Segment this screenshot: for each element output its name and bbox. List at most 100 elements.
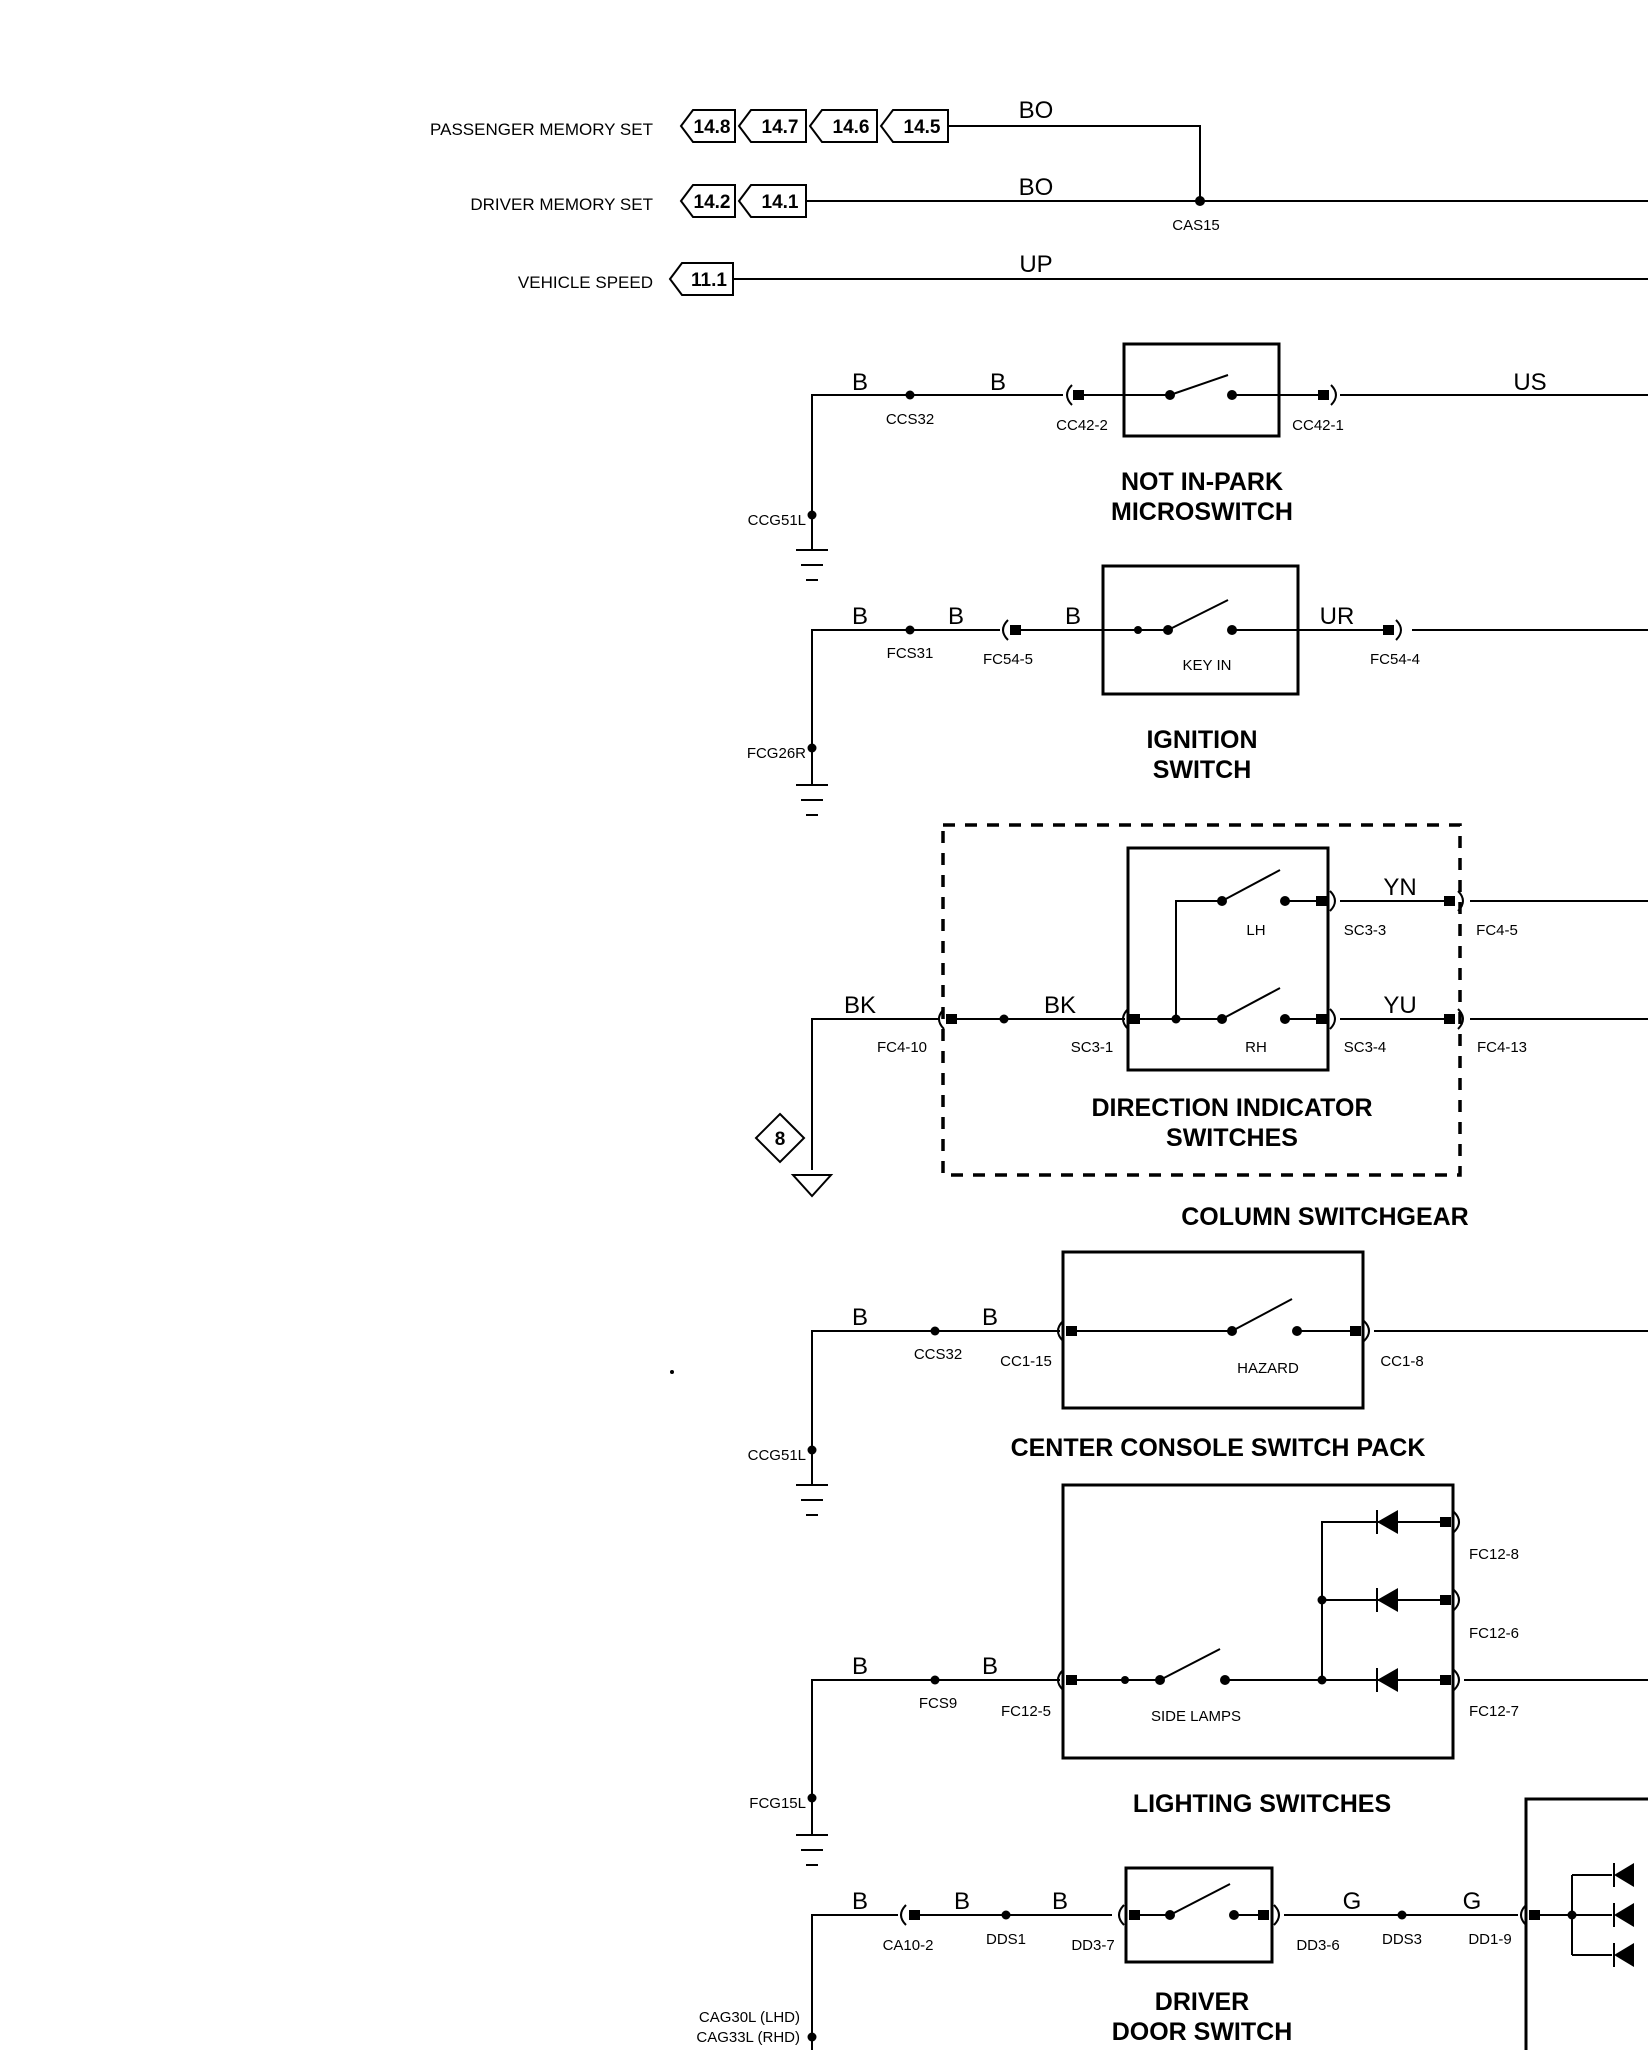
nip-conn-in-pin	[1073, 390, 1084, 400]
lit-conn-out1-pin	[1440, 1517, 1451, 1527]
nip-ground-wire	[811, 394, 1063, 550]
ign-ground-dot	[807, 743, 817, 753]
dir-sc-rh-shell	[1329, 1008, 1336, 1030]
ign-wire-b-3: B	[1065, 603, 1081, 630]
lit-ground-dot	[807, 1793, 817, 1803]
door-conn-a-pin	[909, 1910, 920, 1920]
lit-diode-icon-1	[1376, 1510, 1398, 1534]
nip-wire-b-1: B	[852, 369, 868, 396]
dir-rh-blade	[1221, 987, 1281, 1020]
door-conn-out-pin	[1258, 1910, 1269, 1920]
dir-inner-junction	[1171, 1014, 1181, 1024]
lit-splice-label: FCS9	[919, 1695, 957, 1712]
dir-switch-box	[1126, 846, 1330, 1072]
door-wire-b-2: B	[954, 1888, 970, 1915]
door-conn-in-pin	[1129, 1910, 1140, 1920]
driver-memory-wire-color: BO	[1019, 174, 1054, 201]
nip-conn-in-shell	[1066, 384, 1073, 406]
door-diode-icon-1	[1613, 1863, 1634, 1887]
dir-rh-contact-2	[1280, 1014, 1290, 1024]
dir-ground-wire	[811, 1018, 940, 1170]
door-blade	[1169, 1883, 1231, 1916]
door-conn-in-shell	[1118, 1904, 1125, 1926]
dir-lh-label: LH	[1246, 922, 1265, 939]
ref-14-1: 14.1	[762, 192, 799, 213]
haz-contact-2	[1292, 1326, 1302, 1336]
door-conn-a-label: CA10-2	[883, 1937, 934, 1954]
lit-conn-in-label: FC12-5	[1001, 1703, 1051, 1720]
nip-conn-in-label: CC42-2	[1056, 417, 1108, 434]
haz-switch-label: HAZARD	[1237, 1360, 1299, 1377]
haz-ground-wire	[811, 1330, 1060, 1485]
ign-ground-wire	[811, 629, 1000, 785]
vehicle-speed-wire-color: UP	[1019, 251, 1052, 278]
nip-contact-2	[1227, 390, 1237, 400]
dir-title-1: DIRECTION INDICATOR	[1091, 1094, 1372, 1122]
splice-cas15-dot	[1195, 196, 1205, 206]
lit-diode-icon-2	[1376, 1588, 1398, 1612]
haz-conn-in-label: CC1-15	[1000, 1353, 1052, 1370]
door-module-box	[1524, 1797, 1648, 2050]
haz-splice-dot	[930, 1326, 940, 1336]
ign-title-1: IGNITION	[1146, 726, 1257, 754]
door-ground-label-2: CAG33L (RHD)	[696, 2029, 800, 2046]
door-module-junction	[1567, 1910, 1577, 1920]
passenger-memory-wire	[948, 125, 1201, 202]
ign-conn-in-shell	[1002, 619, 1009, 641]
door-conn-out-shell	[1273, 1904, 1280, 1926]
door-wire-b-1: B	[852, 1888, 868, 1915]
dir-conn-in-shell	[938, 1008, 945, 1030]
ign-contact-0	[1134, 626, 1142, 634]
ref-14-7: 14.7	[762, 117, 799, 138]
lit-conn-in-pin	[1066, 1675, 1077, 1685]
haz-ground-dot	[807, 1445, 817, 1455]
lit-junction-2	[1317, 1595, 1327, 1605]
door-ground-label-1: CAG30L (LHD)	[699, 2009, 800, 2026]
nip-conn-out-label: CC42-1	[1292, 417, 1344, 434]
door-conn-in-label: DD3-7	[1071, 1937, 1114, 1954]
ign-ground-symbol	[796, 784, 828, 816]
nip-switch-blade	[1169, 374, 1229, 396]
door-diode-icon-3	[1613, 1943, 1634, 1967]
lit-conn-out2-shell	[1453, 1589, 1460, 1611]
lit-junction-1	[1317, 1675, 1327, 1685]
nip-title-2: MICROSWITCH	[1111, 498, 1293, 526]
ign-splice-dot	[905, 625, 915, 635]
dir-sc-lh-label: SC3-3	[1344, 922, 1387, 939]
dir-ground-ref: 8	[775, 1129, 786, 1150]
dir-sc-in-pin	[1129, 1014, 1140, 1024]
door-switch-box	[1124, 1866, 1274, 1964]
lit-switch-label: SIDE LAMPS	[1151, 1708, 1241, 1725]
dir-lh-blade	[1221, 869, 1281, 902]
lit-conn-out2-label: FC12-6	[1469, 1625, 1519, 1642]
door-wire-g-1: G	[1343, 1888, 1362, 1915]
dir-wire-yn: YN	[1383, 874, 1416, 901]
dir-conn-in-label: FC4-10	[877, 1039, 927, 1056]
door-splice2-label: DDS3	[1382, 1931, 1422, 1948]
vehicle-speed-label: VEHICLE SPEED	[518, 273, 653, 292]
lit-splice-dot	[930, 1675, 940, 1685]
driver-memory-set-label: DRIVER MEMORY SET	[470, 195, 653, 214]
door-diode-icon-2	[1613, 1903, 1634, 1927]
lit-switch-box	[1061, 1483, 1455, 1760]
haz-conn-in-pin	[1066, 1326, 1077, 1336]
haz-switch-box	[1061, 1250, 1365, 1410]
lit-ground-label: FCG15L	[749, 1795, 806, 1812]
dir-wire-bk-2: BK	[1044, 992, 1076, 1019]
nip-conn-out-pin	[1318, 390, 1329, 400]
lit-ground-symbol	[796, 1834, 828, 1866]
dir-conn-rh-label: FC4-13	[1477, 1039, 1527, 1056]
dir-sc-rh-pin	[1316, 1014, 1327, 1024]
ign-wire-b-2: B	[948, 603, 964, 630]
haz-splice-label: CCS32	[914, 1346, 962, 1363]
dir-sc-in-label: SC3-1	[1071, 1039, 1114, 1056]
door-ground-dot	[807, 2032, 817, 2042]
nip-switch-box	[1122, 342, 1281, 438]
dir-sc-lh-pin	[1316, 896, 1327, 906]
haz-blade	[1231, 1298, 1293, 1332]
passenger-memory-wire-color: BO	[1019, 97, 1054, 124]
nip-conn-out-shell	[1330, 384, 1337, 406]
dir-mid-splice	[999, 1014, 1009, 1024]
door-conn-a-shell	[900, 1904, 907, 1926]
